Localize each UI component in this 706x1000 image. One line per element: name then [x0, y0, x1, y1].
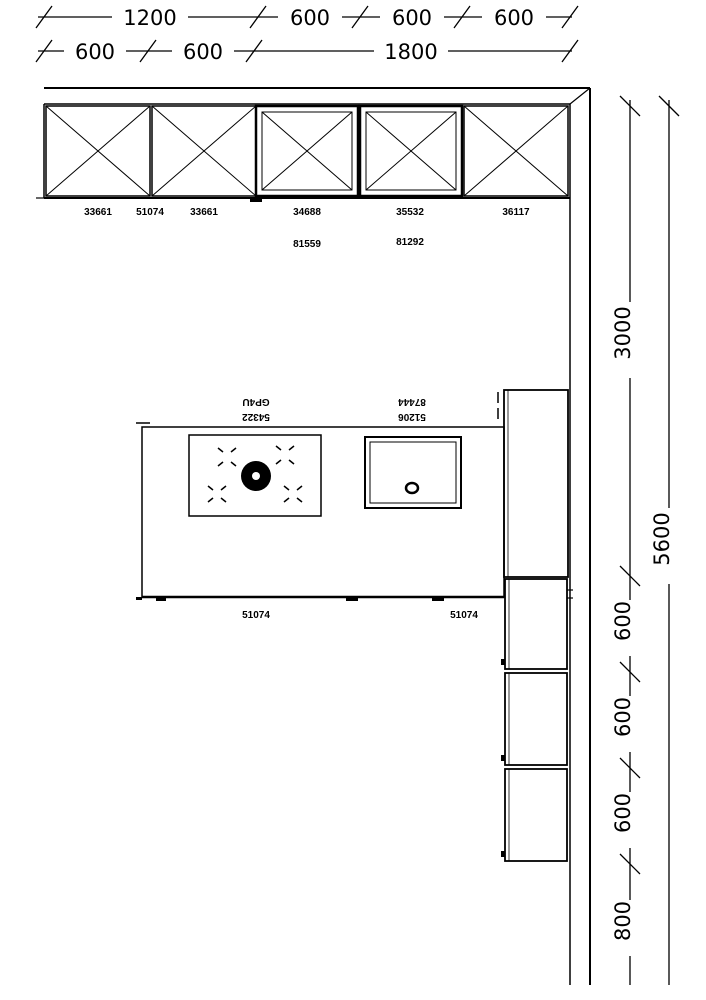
dimension-label: 1800	[384, 40, 437, 64]
sink	[364, 436, 462, 509]
article-code: 87444	[398, 396, 426, 407]
dimension-label: 600	[392, 6, 432, 30]
article-code: 33661	[190, 207, 218, 218]
cooktop-hob	[188, 434, 322, 517]
tall-cabinet	[497, 389, 569, 578]
wall-cabinet	[254, 104, 360, 198]
right-dimension-inner: 3000 600 600 600 800	[611, 95, 644, 985]
article-code: 33661	[84, 207, 112, 218]
wall-cabinet	[463, 105, 569, 197]
top-dimension-row-1: 1200 600 600 600	[35, 5, 579, 30]
room-walls	[44, 87, 591, 985]
dimension-label: 5600	[650, 512, 674, 565]
dimension-label: 600	[494, 6, 534, 30]
article-code: 35532	[396, 207, 424, 218]
base-cabinet	[504, 578, 568, 670]
article-code: 51074	[136, 207, 164, 218]
wall-cabinet-row: 33661 51074 33661 34688 35532 36117 8155…	[36, 104, 570, 250]
dimension-label: 600	[183, 40, 223, 64]
article-code: 34688	[293, 207, 321, 218]
dimension-label: 600	[611, 601, 635, 641]
article-code: 81292	[396, 237, 424, 248]
article-code: 51206	[398, 411, 426, 422]
right-side-cabinets	[497, 389, 573, 862]
wall-cabinet	[45, 105, 151, 197]
article-code: 51074	[242, 610, 270, 621]
article-code: 81559	[293, 239, 321, 250]
wall-cabinet	[358, 104, 464, 198]
base-cabinet	[504, 768, 568, 862]
dimension-label: 600	[611, 697, 635, 737]
right-dimension-outer: 5600	[650, 95, 683, 985]
dimension-label: 800	[611, 901, 635, 941]
dimension-label: 600	[611, 793, 635, 833]
dimension-label: 600	[75, 40, 115, 64]
kitchen-island: GP4U 54322 87444 51206 51074 51074	[136, 396, 505, 621]
article-code: GP4U	[242, 396, 269, 407]
top-dimension-row-2: 600 600 1800	[35, 39, 579, 64]
wall-cabinet	[151, 105, 257, 197]
article-code: 54322	[242, 411, 270, 422]
dimension-label: 3000	[611, 306, 635, 359]
base-cabinet	[504, 672, 568, 766]
dimension-label: 1200	[123, 6, 176, 30]
article-code: 36117	[502, 207, 530, 218]
article-code: 51074	[450, 610, 478, 621]
dimension-label: 600	[290, 6, 330, 30]
